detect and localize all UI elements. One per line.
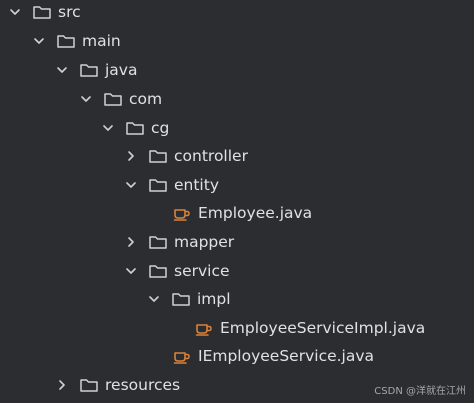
tree-node-com[interactable]: com — [79, 85, 162, 113]
folder-icon — [148, 147, 168, 165]
folder-icon — [148, 262, 168, 280]
folder-icon — [56, 32, 76, 50]
tree-node-src[interactable]: src — [8, 0, 81, 26]
java-file-icon — [172, 204, 192, 222]
tree-node-main[interactable]: main — [32, 27, 121, 55]
tree-node-cg[interactable]: cg — [101, 114, 169, 142]
folder-icon — [125, 119, 145, 137]
folder-icon — [103, 90, 123, 108]
folder-icon — [148, 176, 168, 194]
node-label: src — [58, 3, 81, 21]
chevron-down-icon[interactable] — [32, 34, 46, 48]
node-label: impl — [197, 290, 231, 308]
chevron-down-icon[interactable] — [101, 121, 115, 135]
folder-icon — [171, 290, 191, 308]
tree-node-mapper[interactable]: mapper — [124, 228, 234, 256]
node-label: IEmployeeService.java — [198, 347, 375, 365]
node-label: main — [82, 32, 121, 50]
chevron-down-icon[interactable] — [8, 5, 22, 19]
tree-node-controller[interactable]: controller — [124, 142, 248, 170]
node-label: mapper — [174, 233, 235, 251]
node-label: cg — [151, 119, 170, 137]
chevron-down-icon[interactable] — [124, 264, 138, 278]
tree-node-employee-service-impl-java[interactable]: EmployeeServiceImpl.java — [170, 314, 425, 342]
tree-node-java[interactable]: java — [55, 56, 137, 84]
chevron-right-icon[interactable] — [124, 149, 138, 163]
tree-node-resources[interactable]: resources — [55, 371, 180, 399]
folder-icon — [79, 376, 99, 394]
tree-node-service[interactable]: service — [124, 257, 230, 285]
watermark: CSDN @洋就在江州 — [374, 386, 466, 397]
chevron-down-icon[interactable] — [55, 63, 69, 77]
node-label: resources — [105, 376, 181, 394]
folder-icon — [79, 61, 99, 79]
node-label: Employee.java — [198, 204, 313, 222]
node-label: com — [129, 90, 163, 108]
chevron-down-icon[interactable] — [124, 178, 138, 192]
tree-node-employee-java[interactable]: Employee.java — [148, 199, 312, 227]
tree-node-entity[interactable]: entity — [124, 171, 219, 199]
node-label: entity — [174, 176, 219, 194]
tree-node-impl[interactable]: impl — [147, 285, 231, 313]
node-label: service — [174, 262, 230, 280]
java-file-icon — [172, 347, 192, 365]
folder-icon — [148, 233, 168, 251]
chevron-down-icon[interactable] — [79, 92, 93, 106]
chevron-right-icon[interactable] — [55, 378, 69, 392]
tree-node-iemployee-service-java[interactable]: IEmployeeService.java — [148, 342, 374, 370]
node-label: EmployeeServiceImpl.java — [220, 319, 426, 337]
folder-icon — [32, 3, 52, 21]
node-label: java — [105, 61, 138, 79]
chevron-right-icon[interactable] — [124, 235, 138, 249]
node-label: controller — [174, 147, 248, 165]
java-file-icon — [194, 319, 214, 337]
chevron-down-icon[interactable] — [147, 292, 161, 306]
